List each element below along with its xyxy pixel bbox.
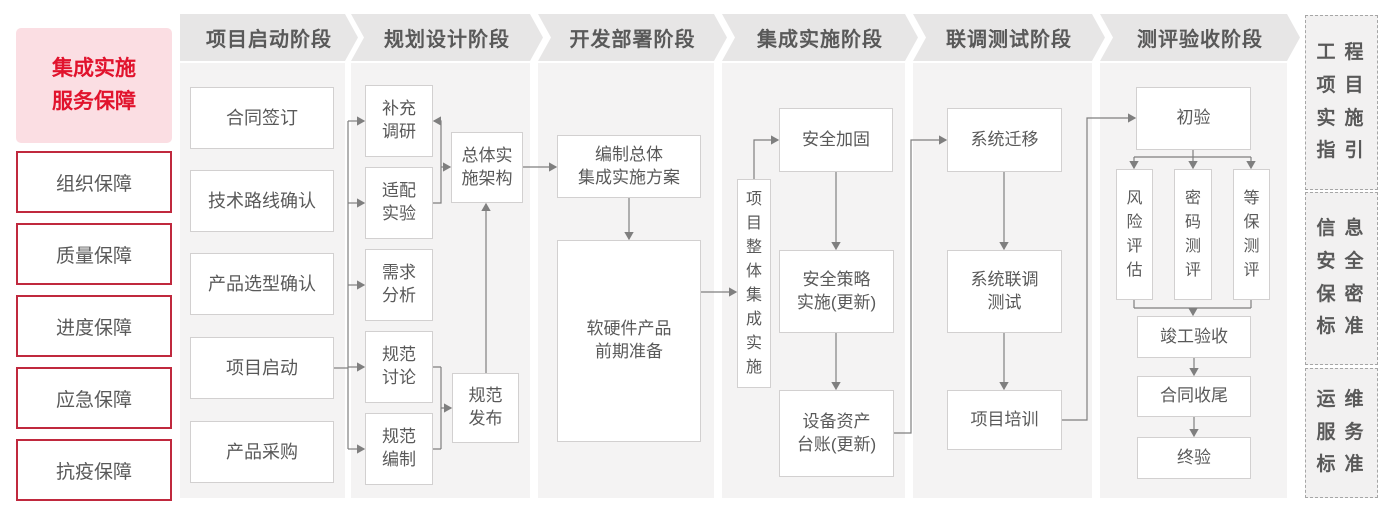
node-tech-route-confirmation: 技术路线确认 [190,170,334,232]
node-adaptation-experiment: 适配 实验 [365,167,433,239]
node-crypto-evaluation: 密 码 测 评 [1174,169,1212,300]
node-classified-protection-evaluation: 等 保 测 评 [1233,169,1270,300]
node-spec-discussion: 规范 讨论 [365,331,433,403]
node-preliminary-acceptance: 初验 [1136,87,1251,150]
phase-header-project-start: 项目启动阶段 [180,14,358,61]
node-hw-sw-preparation: 软硬件产品 前期准备 [557,240,701,442]
sidebar-item-epidemic-guarantee: 抗疫保障 [16,439,172,501]
phase-header-acceptance: 测评验收阶段 [1100,14,1300,61]
node-product-procurement: 产品采购 [190,421,334,483]
node-project-training: 项目培训 [947,390,1062,450]
node-system-joint-debugging: 系统联调 测试 [947,250,1062,333]
node-overall-integration-plan: 编制总体 集成实施方案 [557,135,701,198]
sidebar-title-integration-service-guarantee: 集成实施 服务保障 [16,28,172,143]
node-contract-closure: 合同收尾 [1137,376,1251,417]
node-risk-assessment: 风 险 评 估 [1116,169,1153,300]
phase-header-integration: 集成实施阶段 [722,14,918,61]
node-system-migration: 系统迁移 [947,108,1062,172]
node-supplementary-research: 补充 调研 [365,85,433,157]
node-asset-ledger-update: 设备资产 台账(更新) [779,390,894,477]
phase-header-planning-design: 规划设计阶段 [351,14,543,61]
node-project-kickoff: 项目启动 [190,337,334,399]
standard-operation-maintenance-service: 运维 服务 标准 [1305,368,1378,498]
node-completion-acceptance: 竣工验收 [1137,316,1251,358]
node-contract-signing: 合同签订 [190,87,334,149]
node-spec-drafting: 规范 编制 [365,413,433,485]
node-requirement-analysis: 需求 分析 [365,249,433,321]
phase-header-dev-deploy: 开发部署阶段 [538,14,727,61]
sidebar-item-organization-guarantee: 组织保障 [16,151,172,213]
node-overall-integration-implementation: 项 目 整 体 集 成 实 施 [737,179,771,388]
sidebar-item-emergency-guarantee: 应急保障 [16,367,172,429]
node-security-policy-implementation: 安全策略 实施(更新) [779,250,894,333]
phase-header-joint-testing: 联调测试阶段 [913,14,1105,61]
node-final-acceptance: 终验 [1137,437,1251,479]
standard-project-implementation-guide: 工程 项目 实施 指引 [1305,15,1378,190]
sidebar-item-quality-guarantee: 质量保障 [16,223,172,285]
sidebar-item-schedule-guarantee: 进度保障 [16,295,172,357]
standard-info-security-confidentiality: 信息 安全 保密 标准 [1305,192,1378,365]
node-overall-implementation-architecture: 总体实 施架构 [451,132,523,203]
node-security-hardening: 安全加固 [779,108,893,172]
node-product-selection-confirm: 产品选型确认 [190,253,334,315]
node-spec-release: 规范 发布 [452,373,519,443]
